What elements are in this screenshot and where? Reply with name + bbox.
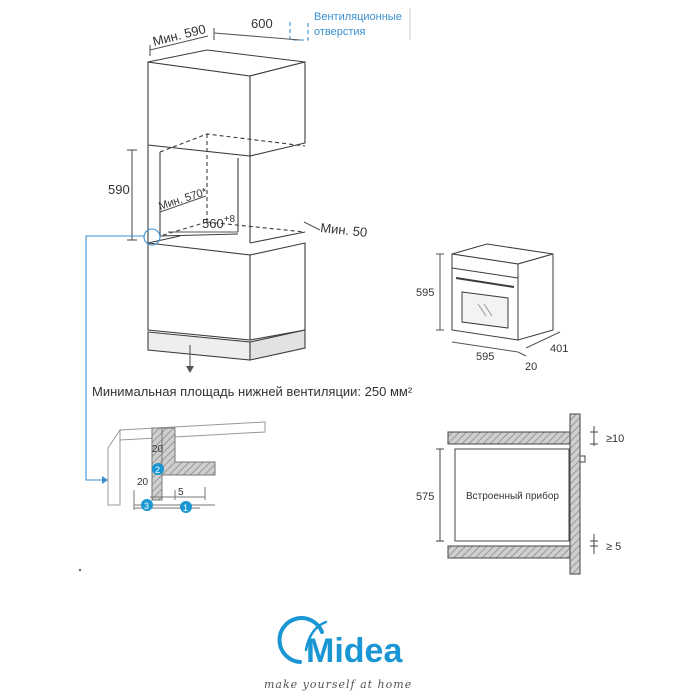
midea-logo bbox=[277, 616, 328, 664]
badge-1-label: 1 bbox=[183, 503, 188, 513]
inner-depth-dim-line bbox=[159, 195, 207, 213]
detail-marker bbox=[143, 228, 161, 246]
badge-2 bbox=[152, 463, 164, 475]
appliance-label: Встроенный прибор bbox=[466, 490, 559, 502]
detail-dim-bottom: 5 bbox=[178, 487, 184, 498]
lower-cabinet-front bbox=[147, 242, 251, 341]
brand-name: Midea bbox=[306, 632, 403, 670]
detail-leader-line bbox=[85, 235, 144, 481]
midea-logo-swoosh bbox=[277, 616, 324, 664]
width-dim-line bbox=[213, 32, 301, 41]
depth-dim-line bbox=[149, 35, 209, 51]
oven-side bbox=[517, 253, 554, 341]
upper-cabinet-front bbox=[147, 61, 251, 157]
side-gap-label: Мин. 50 bbox=[320, 220, 368, 240]
appliance-knob bbox=[579, 455, 586, 463]
installation-section bbox=[436, 413, 598, 575]
corner-detail bbox=[107, 421, 266, 513]
oven-drawing bbox=[436, 243, 561, 357]
brand-slogan: make yourself at home bbox=[264, 678, 412, 691]
cabinet-drawing bbox=[85, 22, 321, 484]
front-panel bbox=[569, 413, 581, 575]
oven-front-label: 20 bbox=[525, 361, 537, 373]
bottom-gap-label: ≥ 5 bbox=[606, 541, 621, 553]
oven-width-dim bbox=[451, 341, 519, 353]
inner-width-tolerance: +8 bbox=[224, 214, 236, 225]
built-in-appliance bbox=[454, 448, 570, 542]
badge-3 bbox=[141, 499, 153, 511]
badge-3-label: 3 bbox=[144, 501, 149, 511]
detail-dim-left: 20 bbox=[137, 477, 149, 488]
inner-depth-label: Мин. 570* bbox=[157, 186, 209, 213]
detail-wall-corner bbox=[161, 427, 216, 476]
lower-cabinet-side bbox=[249, 242, 306, 341]
inner-width-value: 560 bbox=[202, 216, 224, 231]
cabinet-depth-label: Мин. 590 bbox=[151, 21, 207, 49]
oven-height-label: 595 bbox=[416, 287, 434, 299]
upper-cabinet-side bbox=[249, 61, 306, 157]
bottom-vent-text: Минимальная площадь нижней вентиляции: 2… bbox=[92, 384, 413, 399]
cabinet-width-label: 600 bbox=[251, 16, 273, 31]
oven-control-strip bbox=[451, 267, 519, 279]
detail-dim-top: 20 bbox=[152, 444, 164, 455]
oven-width-label: 595 bbox=[476, 351, 494, 363]
vent-note-line1: Вентиляционные bbox=[314, 11, 402, 23]
oven-window bbox=[461, 291, 509, 329]
top-gap-label: ≥10 bbox=[606, 433, 624, 445]
oven-handle bbox=[455, 277, 515, 288]
bottom-shelf bbox=[447, 545, 571, 559]
vent-opening-marker bbox=[289, 22, 309, 41]
cabinet-height-label: 590 bbox=[108, 182, 130, 197]
badge-2-label: 2 bbox=[155, 465, 160, 475]
vent-note-line2: отверстия bbox=[314, 26, 366, 38]
appliance-height-label: 575 bbox=[416, 491, 434, 503]
oven-depth-label: 401 bbox=[550, 343, 568, 355]
detail-frame-top bbox=[119, 421, 266, 441]
oven-depth-dim bbox=[525, 331, 561, 349]
small-dot bbox=[78, 568, 82, 572]
top-shelf bbox=[447, 431, 571, 445]
badge-1 bbox=[180, 501, 192, 513]
inner-width-label: 560+8 bbox=[202, 214, 236, 231]
detail-frame-left bbox=[107, 428, 121, 506]
